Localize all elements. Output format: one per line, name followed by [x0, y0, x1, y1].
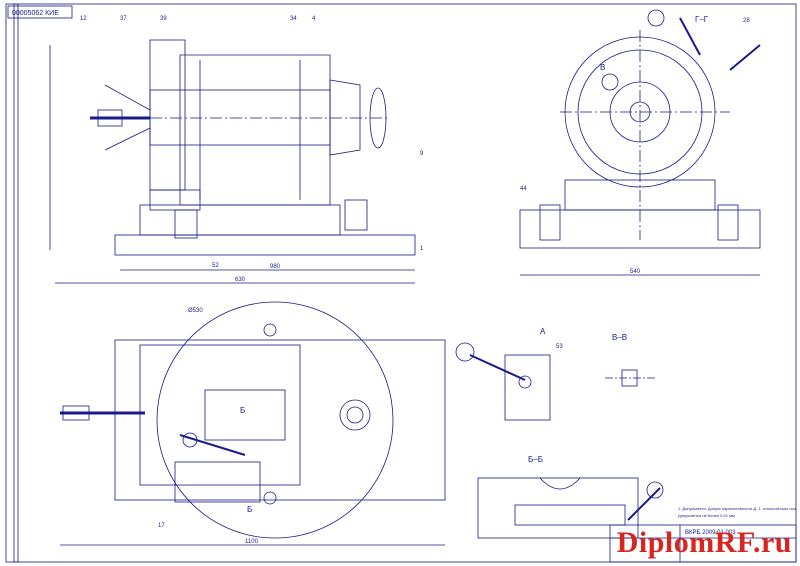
- bb-shaft: [514, 504, 626, 526]
- mark-v: В: [600, 63, 605, 72]
- title-block-code: ВКРБ 2009.01.003: [685, 530, 736, 536]
- part-no-12: 12: [80, 16, 87, 22]
- side-handle-top: [679, 17, 701, 56]
- stamp-code: 00005062 КИЕ: [12, 10, 59, 17]
- view-a-knob: [455, 342, 475, 362]
- plan-chuck: [339, 399, 371, 431]
- plan-view: 1100 Ø530 Б Б: [60, 301, 446, 546]
- dim-label-1: 980: [270, 264, 281, 270]
- mark-b-top: Б: [240, 406, 245, 415]
- plan-dim-label: 1100: [245, 539, 259, 545]
- plan-bolt-bottom: [263, 491, 277, 505]
- part-no-34: 34: [290, 16, 297, 22]
- sheet-frame: [5, 3, 797, 563]
- watermark-text: Diplom: [616, 526, 715, 559]
- slide-carriage: [139, 204, 341, 236]
- side-handle-right: [729, 44, 761, 71]
- part-no-44: 44: [520, 186, 527, 192]
- watermark-logo: DiplomRF.ru: [617, 526, 792, 560]
- housing: [179, 54, 331, 206]
- view-a-block: [504, 354, 551, 421]
- view-a-label: А: [540, 327, 546, 336]
- base-plate: [114, 234, 416, 256]
- part-no-53: 53: [556, 344, 563, 350]
- plan-lever-knob: [182, 432, 198, 448]
- title-block: ВКРБ 2009.01.003: [609, 524, 797, 563]
- view-a-pivot: [518, 375, 532, 389]
- front-view: 980 630: [49, 39, 416, 284]
- plan-lever: [179, 434, 246, 456]
- plan-dia-label: Ø530: [188, 308, 203, 314]
- mark-b-bottom: Б: [247, 505, 252, 514]
- section-vv-label: В–В: [612, 333, 627, 342]
- plan-spindle: [204, 389, 286, 441]
- side-view: 540 Г–Г В: [519, 9, 761, 276]
- part-no-17: 17: [158, 523, 165, 529]
- part-no-39: 39: [160, 16, 167, 22]
- part-no-52: 52: [212, 263, 219, 269]
- bolt-left: [174, 209, 198, 239]
- plan-chuck-bore: [346, 406, 364, 424]
- section-vv: В–В: [605, 333, 655, 387]
- chuck-face: [329, 79, 361, 156]
- index-pin: [601, 73, 619, 91]
- bolt-right: [344, 199, 368, 231]
- plan-bolt-top: [263, 323, 277, 337]
- view-a: А: [455, 327, 551, 421]
- part-no-1: 1: [420, 246, 424, 252]
- part-no-28: 28: [743, 18, 750, 24]
- crank-grip: [97, 109, 123, 127]
- plan-disk: [156, 301, 394, 539]
- side-bolt-right: [717, 204, 739, 241]
- side-bolt-left: [539, 204, 561, 241]
- part-no-4: 4: [312, 16, 316, 22]
- section-gg-label: Г–Г: [695, 15, 709, 24]
- bb-body: [477, 477, 639, 539]
- note-line-2: Допускается не более 0,01 мм: [678, 513, 735, 518]
- lever-arm-bottom: [104, 127, 151, 151]
- side-dim-label: 540: [630, 269, 641, 275]
- side-base: [519, 209, 761, 249]
- view-a-lever: [469, 354, 526, 381]
- dim-label-2: 630: [235, 277, 246, 283]
- lock-block: [149, 189, 201, 211]
- watermark-suffix: RF.ru: [714, 526, 792, 559]
- lever-arm-top: [104, 84, 151, 111]
- note-line-1: 1. Допускается. Допуск параллельности Д.…: [678, 506, 796, 511]
- bb-lever: [627, 487, 661, 521]
- plan-housing: [139, 344, 301, 486]
- part-no-37: 37: [120, 16, 127, 22]
- section-bb-label: Б–Б: [528, 455, 543, 464]
- plan-base-outline: [114, 339, 446, 501]
- spindle: [149, 89, 331, 146]
- plan-lock-block: [174, 461, 261, 503]
- section-bb: Б–Б: [477, 455, 664, 539]
- bb-knob: [646, 481, 664, 499]
- bb-groove: [539, 477, 581, 490]
- faceplate: [369, 87, 387, 149]
- binding-margin: [13, 3, 19, 563]
- housing-inner: [199, 60, 301, 200]
- handle-knob-top: [647, 9, 665, 27]
- part-no-9: 9: [420, 151, 424, 157]
- title-block-frame: [609, 524, 797, 563]
- plan-crank-grip: [62, 405, 90, 421]
- stamp-box: [7, 5, 73, 19]
